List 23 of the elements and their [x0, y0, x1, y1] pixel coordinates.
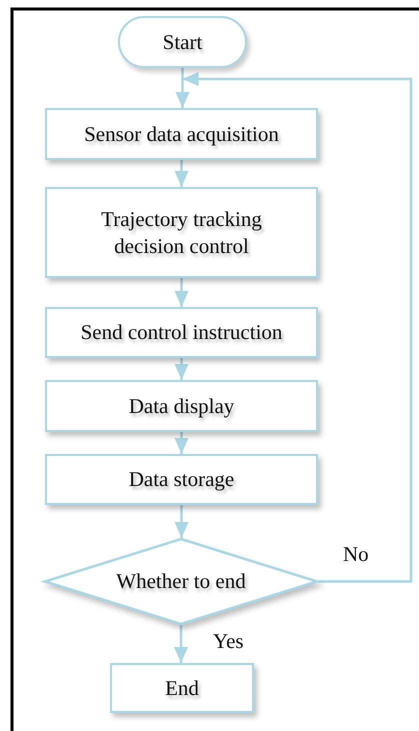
process-box — [45, 454, 318, 505]
node-label: Start — [162, 28, 202, 56]
arrow — [176, 68, 190, 108]
process-box — [110, 663, 254, 713]
arrow — [174, 358, 188, 380]
node-label: Data storage — [128, 466, 234, 493]
process-box — [45, 307, 318, 358]
arrow — [174, 505, 188, 538]
arrow — [174, 160, 188, 187]
arrow — [182, 72, 412, 583]
process-box — [45, 380, 318, 432]
node-label: Send control instruction — [80, 319, 282, 346]
node-label: Whether to end — [116, 568, 246, 595]
node-label: Sensor data acquisition — [84, 120, 279, 148]
node-label: End — [165, 674, 199, 702]
process-box — [45, 108, 318, 160]
node-label: Trajectory tracking decision control — [100, 206, 263, 259]
arrow — [174, 432, 188, 454]
node-label: Data display — [128, 392, 234, 420]
terminal-shape — [118, 16, 247, 68]
process-box — [45, 187, 318, 278]
arrow — [174, 278, 188, 307]
arrow — [174, 625, 188, 663]
